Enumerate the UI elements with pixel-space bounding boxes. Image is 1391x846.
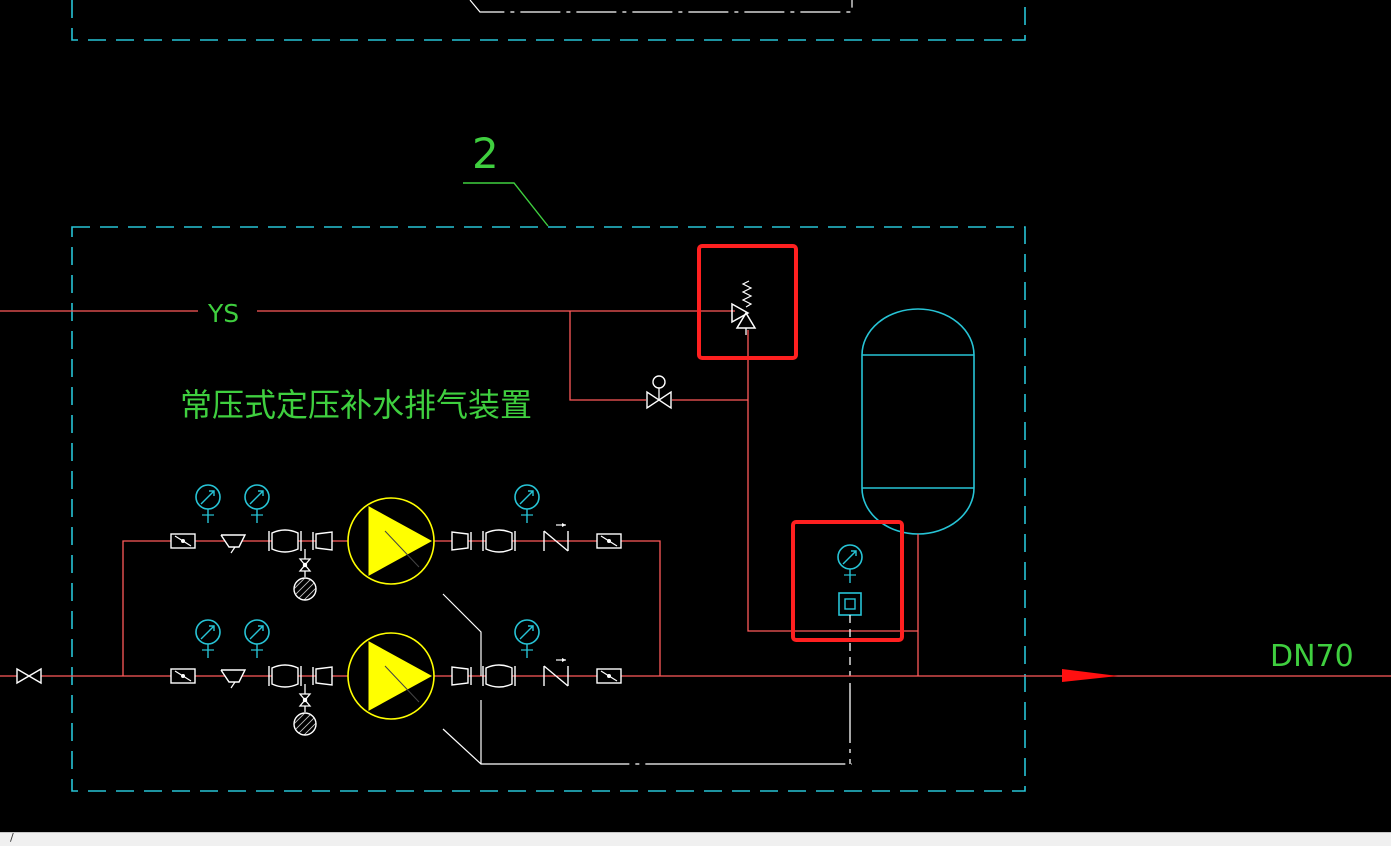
inlet-gate-valve xyxy=(16,667,42,685)
callout-number: 2 xyxy=(472,129,499,178)
device-boundary xyxy=(71,226,1026,792)
expansion-tank[interactable] xyxy=(861,308,975,676)
upper-equipment-boundary xyxy=(71,0,1026,41)
pump-train-2 xyxy=(170,619,852,765)
solenoid-valve xyxy=(646,375,672,410)
ys-label: YS xyxy=(207,299,239,328)
ys-pipe: YS xyxy=(0,299,918,632)
pressure-transmitter[interactable] xyxy=(837,544,863,764)
pump-1[interactable] xyxy=(347,497,435,585)
highlight-box-pressure-transmitter xyxy=(791,520,904,642)
device-title: 常压式定压补水排气装置 xyxy=(180,386,532,424)
pump-2[interactable] xyxy=(347,632,435,720)
safety-relief-valve[interactable] xyxy=(731,280,757,335)
callout-2: 2 xyxy=(463,129,549,227)
pump-train-1 xyxy=(170,484,622,676)
pipe-size-label: DN70 xyxy=(1270,639,1354,674)
status-bar: / xyxy=(0,831,1391,846)
flow-direction-arrow xyxy=(1062,669,1118,682)
status-bar-mark: / xyxy=(10,831,14,844)
highlight-box-relief-valve xyxy=(697,244,798,360)
